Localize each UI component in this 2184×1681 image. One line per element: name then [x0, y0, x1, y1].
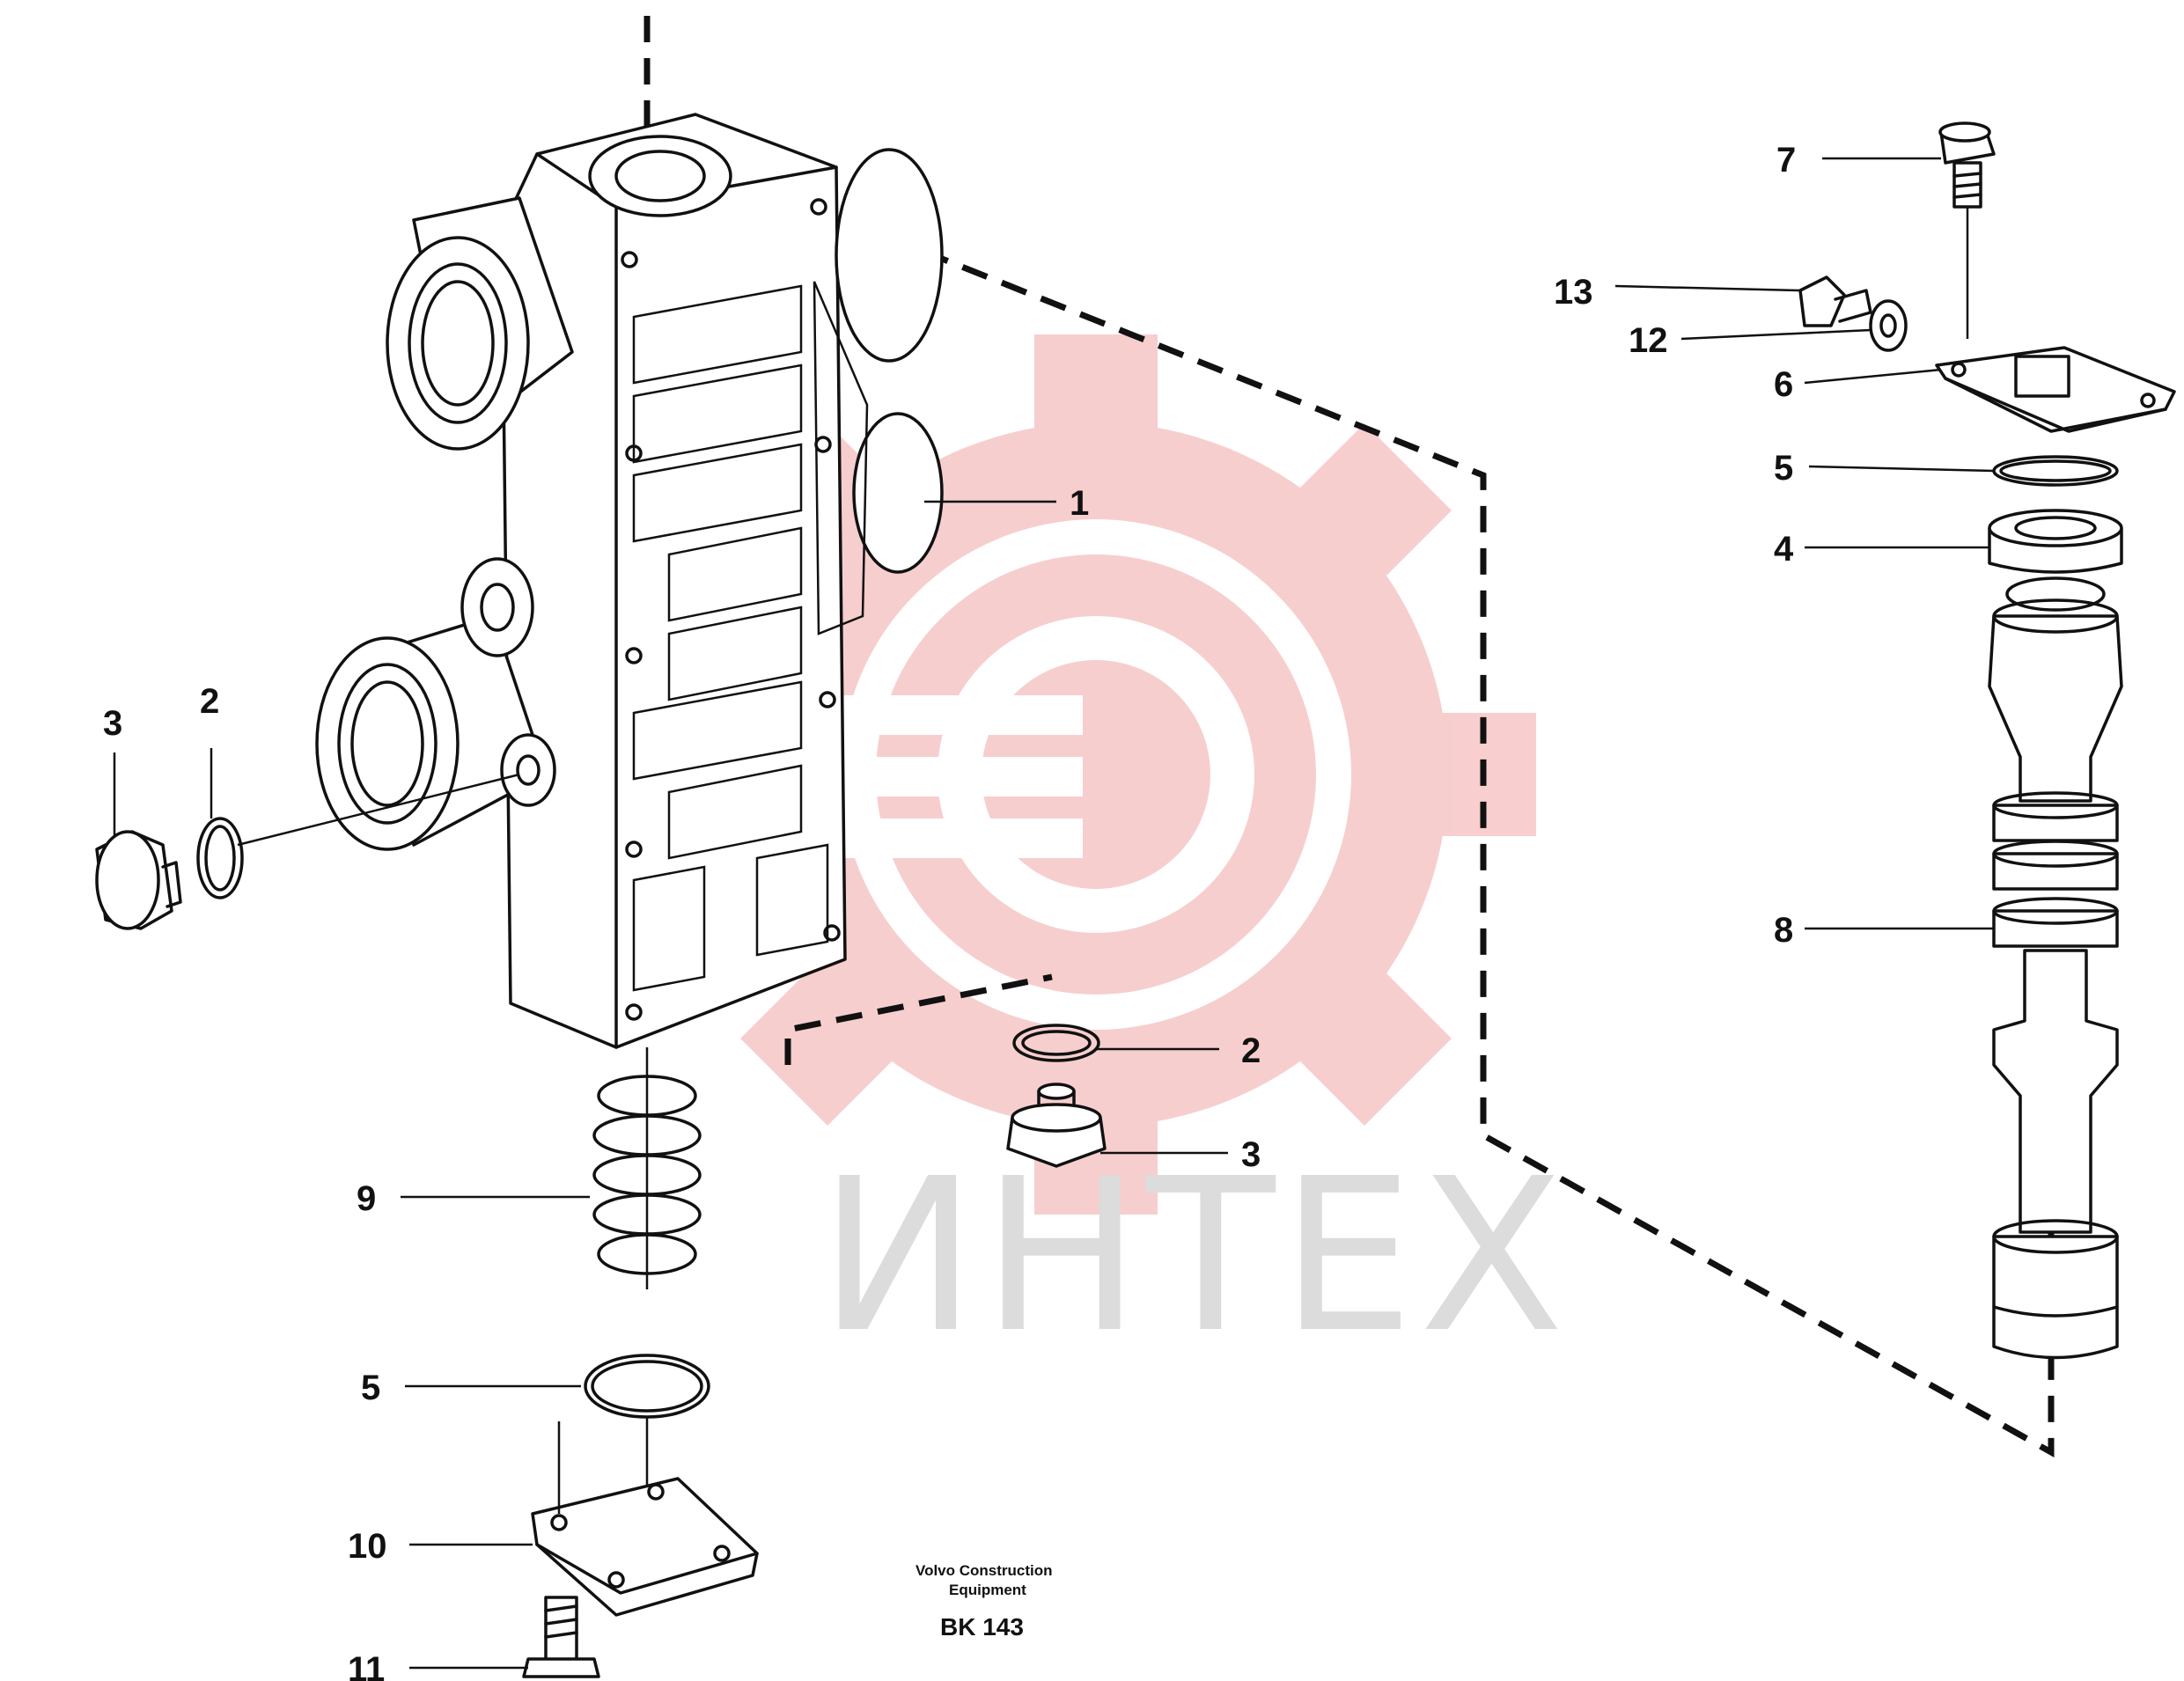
- cover-plate-lower: [531, 1421, 759, 1617]
- callout-12: 12: [1629, 321, 1668, 360]
- valve-seat-ring: [1988, 509, 2123, 574]
- axis-line-left: [237, 773, 520, 847]
- callout-3-left: 3: [103, 704, 122, 743]
- callout-10: 10: [348, 1527, 387, 1566]
- watermark-text: ИНТЕХ: [819, 1133, 1570, 1379]
- leader-lines: [113, 157, 1995, 1670]
- o-ring-right: [1992, 455, 2119, 487]
- washer-right: [1869, 299, 1908, 352]
- cover-plate-right: [1935, 346, 2176, 433]
- diagram-code: BK 143: [940, 1613, 1024, 1641]
- o-ring-left: [196, 817, 244, 899]
- callout-7: 7: [1776, 141, 1796, 180]
- callout-labels: 1 2 3 2 3 9 5 10 11 7 13 12 6 5 4 8: [103, 141, 1796, 1681]
- callout-9: 9: [357, 1179, 376, 1218]
- callout-11: 11: [348, 1650, 385, 1681]
- manufacturer-line1: Volvo Construction: [916, 1562, 1053, 1579]
- callout-1: 1: [1070, 484, 1089, 523]
- callout-2-mid: 2: [1241, 1031, 1261, 1070]
- callout-2-left: 2: [200, 682, 219, 721]
- section-boundary-dashed: [643, 16, 2055, 1457]
- plug-mid: [1006, 1083, 1107, 1168]
- section-boundary-dashed-lower: [784, 973, 1053, 1065]
- bolt-lower: [522, 1596, 600, 1678]
- callout-13: 13: [1554, 273, 1593, 312]
- valve-spool: [1988, 576, 2123, 1360]
- callout-6: 6: [1774, 365, 1793, 404]
- callout-5-low: 5: [361, 1369, 380, 1407]
- callout-8: 8: [1774, 911, 1793, 950]
- callout-5-right: 5: [1774, 449, 1793, 488]
- bolt-small-right: [1798, 275, 1872, 327]
- o-ring-mid: [1012, 1024, 1100, 1062]
- manufacturer-line2: Equipment: [949, 1582, 1026, 1598]
- callout-4: 4: [1774, 530, 1794, 569]
- callout-3-mid: 3: [1241, 1135, 1261, 1174]
- bolt-top-right: [1938, 121, 1996, 339]
- valve-housing: [315, 113, 944, 1049]
- spring: [592, 1047, 702, 1289]
- plug-left: [95, 830, 182, 930]
